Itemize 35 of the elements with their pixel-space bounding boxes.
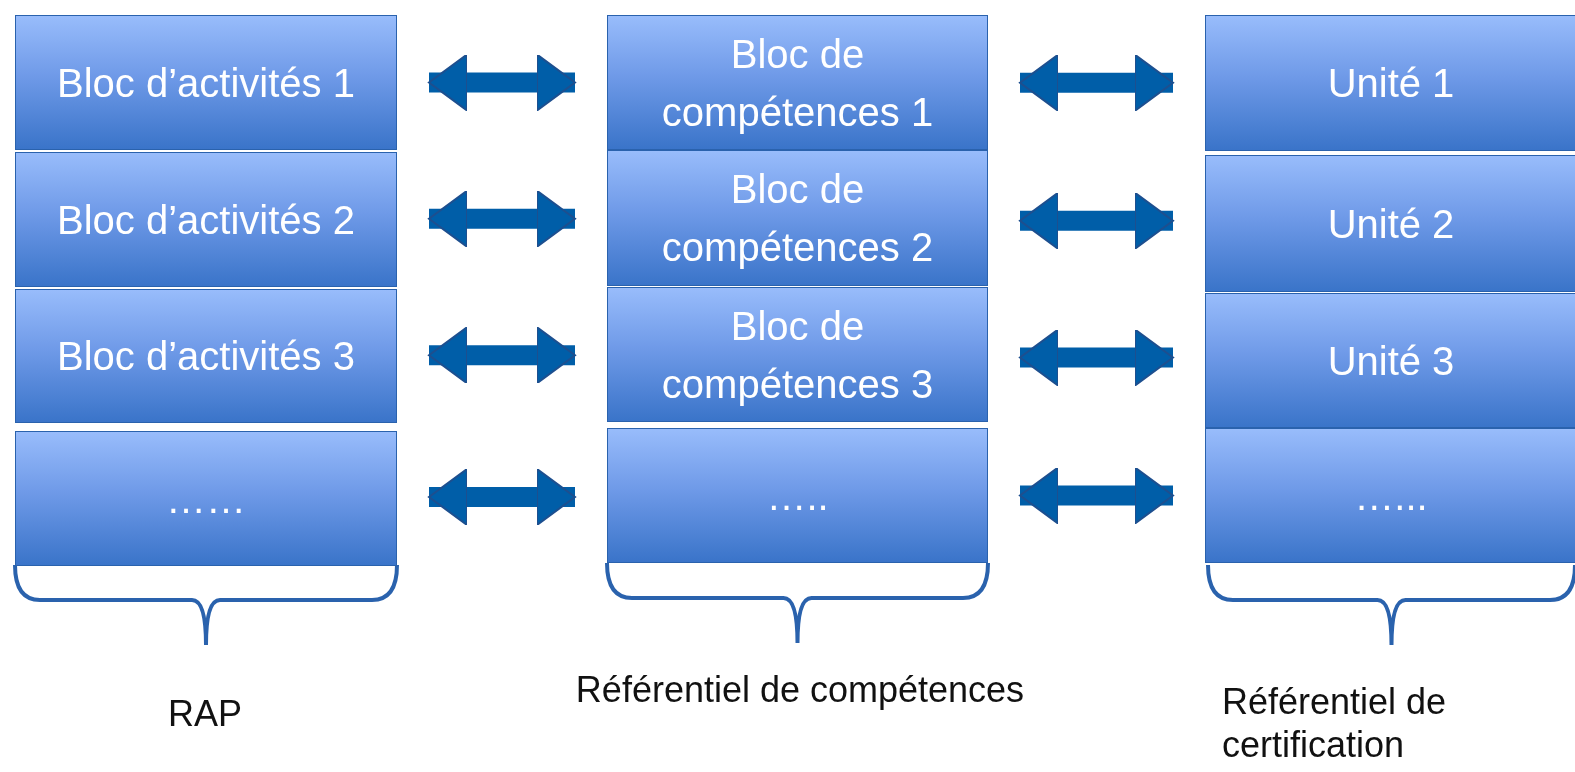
- block-label: ……: [166, 475, 246, 523]
- block-label: …...: [1354, 472, 1428, 520]
- block-label: Unité 3: [1327, 337, 1455, 385]
- double-arrow: [428, 189, 576, 248]
- block-box: [1205, 15, 1575, 151]
- group-caption: RAP: [167, 692, 243, 736]
- block-label: Bloc de compétences 1: [660, 30, 935, 136]
- block-label: Unité 1: [1327, 60, 1455, 107]
- block-box: [15, 289, 397, 423]
- block-box: [1205, 155, 1575, 292]
- block-box: [607, 287, 988, 422]
- double-arrow: [1019, 328, 1174, 387]
- block-label: Unité 2: [1327, 200, 1455, 248]
- block-box: [1205, 428, 1575, 563]
- double-arrow: [1019, 191, 1174, 250]
- double-arrow: [1019, 466, 1174, 525]
- block-label: Bloc d’activités 1: [57, 59, 355, 107]
- block-label: Bloc d’activités 3: [57, 333, 355, 380]
- block-label: Bloc de compétences 2: [660, 166, 935, 271]
- block-box: [607, 15, 988, 150]
- group-caption: Référentiel de certification: [1222, 680, 1448, 767]
- double-arrow: [428, 53, 576, 112]
- block-box: [15, 431, 397, 566]
- double-arrow: [428, 468, 576, 526]
- block-box: [1205, 293, 1575, 428]
- block-label: Bloc de compétences 3: [660, 302, 935, 408]
- double-arrow: [1019, 53, 1174, 112]
- block-label: Bloc d’activités 2: [57, 196, 355, 244]
- block-box: [15, 15, 397, 150]
- block-label: …..: [766, 472, 829, 520]
- double-arrow: [428, 326, 576, 385]
- block-box: [607, 150, 988, 286]
- block-box: [15, 152, 397, 287]
- block-box: [607, 428, 988, 563]
- group-caption: Référentiel de compétences: [574, 668, 1026, 712]
